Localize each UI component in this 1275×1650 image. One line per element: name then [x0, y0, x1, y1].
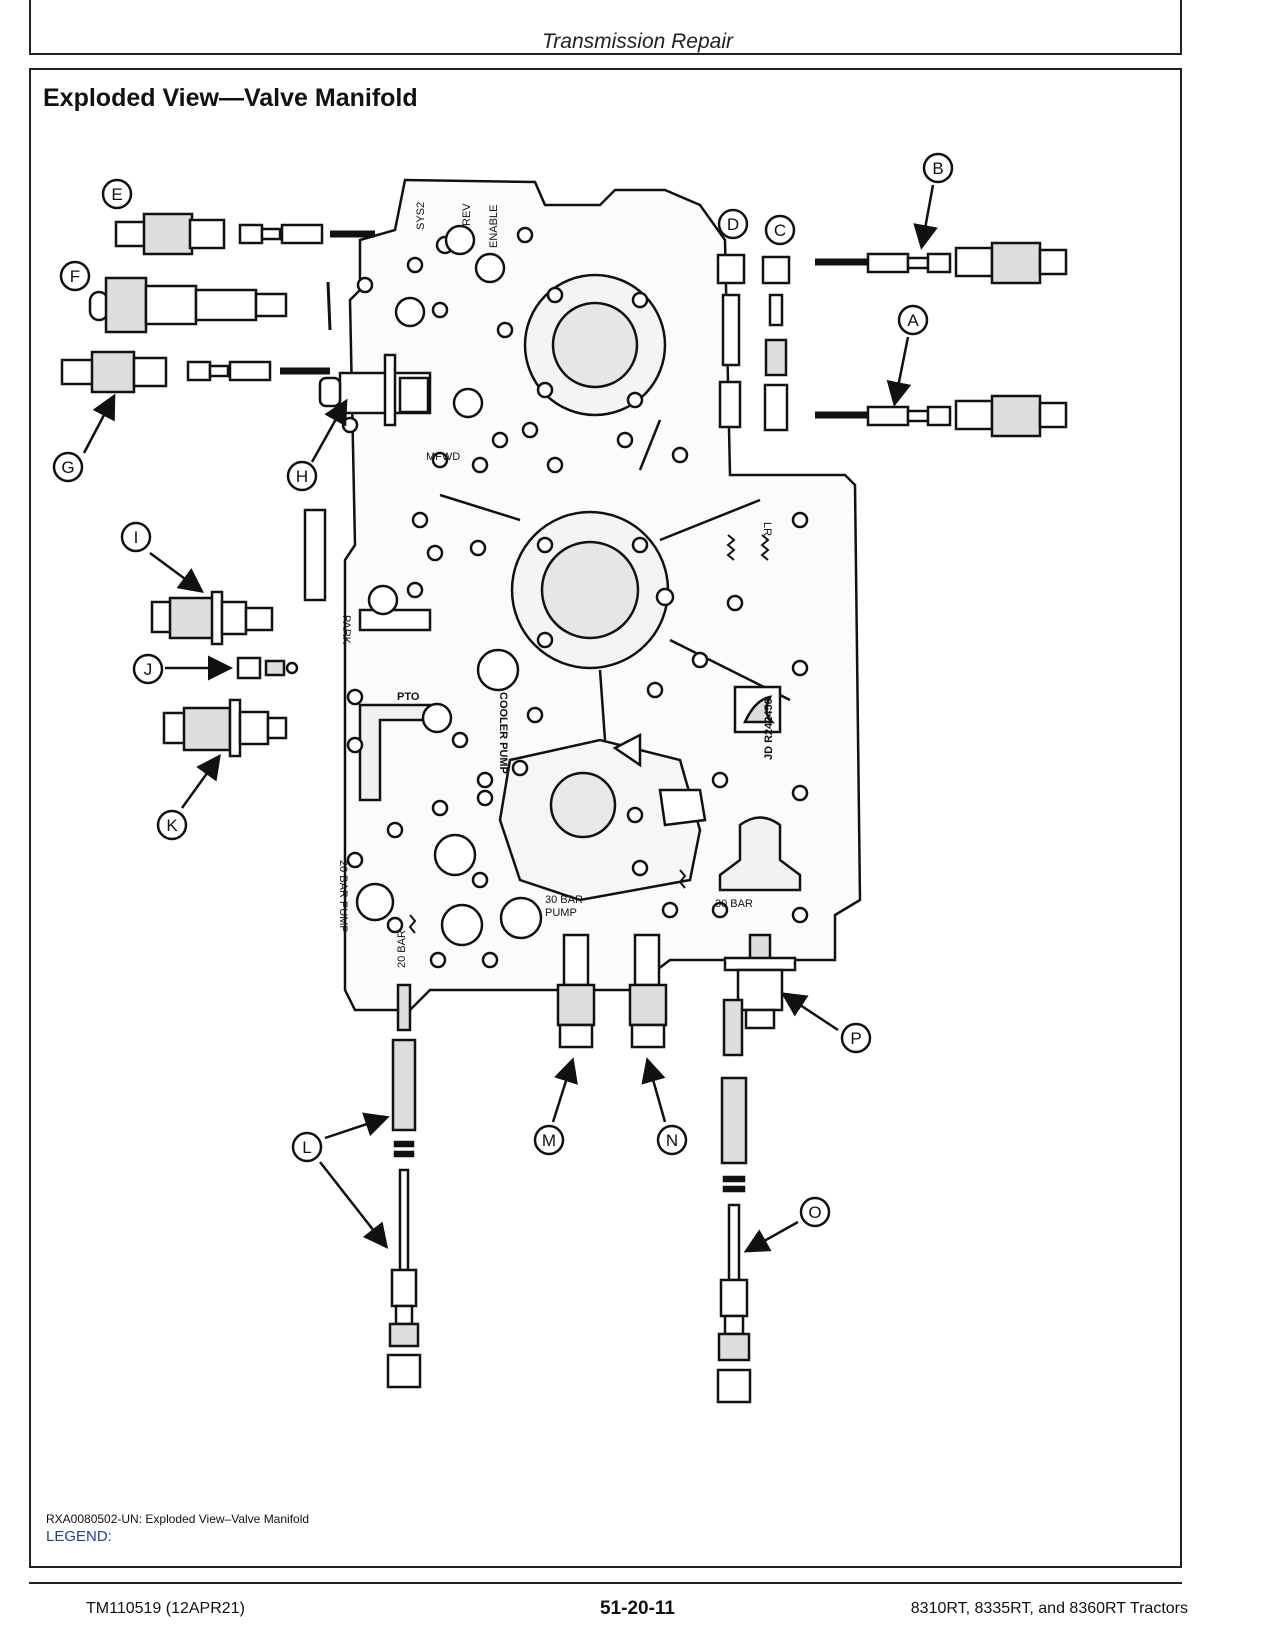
callout-A: A — [907, 311, 919, 330]
callout-circle-A — [897, 304, 929, 336]
callout-circle-O — [799, 1196, 831, 1228]
component-M — [556, 933, 596, 1049]
callout-G: G — [61, 458, 74, 477]
callout-circle-H — [286, 460, 318, 492]
label-cooler-pump: COOLER PUMP — [497, 692, 509, 774]
component-F — [88, 276, 332, 334]
label-30bar-pump-1: 30 BAR — [545, 894, 583, 906]
callout-circle-N — [656, 1124, 688, 1156]
content-frame — [29, 68, 1182, 1568]
label-lr: LR — [761, 522, 773, 536]
component-P — [723, 933, 797, 1030]
component-D — [716, 253, 746, 429]
label-20bar: 20 BAR — [396, 930, 408, 968]
page-header-title: Transmission Repair — [542, 30, 733, 53]
legend-label: LEGEND: — [46, 1528, 112, 1545]
callout-circle-E — [101, 178, 133, 210]
component-A — [815, 394, 1068, 438]
callout-circle-P — [840, 1022, 872, 1054]
header-box — [29, 0, 1182, 55]
callout-circle-B — [922, 152, 954, 184]
callout-circle-I — [120, 521, 152, 553]
component-C — [761, 255, 791, 432]
component-B — [815, 241, 1068, 285]
label-20bar-pump: 20 BAR PUMP — [337, 860, 349, 933]
label-park: PARK — [340, 615, 352, 645]
callout-B: B — [932, 159, 943, 178]
label-sys2: SYS2 — [415, 202, 427, 230]
component-G — [60, 350, 330, 394]
label-enable: ENABLE — [488, 205, 500, 248]
callout-circle-M — [533, 1124, 565, 1156]
callout-D: D — [727, 215, 739, 234]
callout-circle-J — [132, 653, 164, 685]
callout-L: L — [302, 1138, 311, 1157]
footer-rule — [29, 1582, 1182, 1584]
component-N — [628, 933, 668, 1049]
section-title: Exploded View—Valve Manifold — [43, 84, 418, 112]
label-rev: REV — [461, 203, 473, 226]
callout-circle-D — [717, 208, 749, 240]
callout-O: O — [808, 1203, 821, 1222]
callout-circle-L — [291, 1131, 323, 1163]
callout-circle-F — [59, 260, 91, 292]
callout-F: F — [70, 267, 80, 286]
component-K — [162, 698, 288, 758]
callout-K: K — [166, 816, 178, 835]
callout-H: H — [296, 467, 308, 486]
footer-doc-id: TM110519 (12APR21) — [86, 1600, 245, 1617]
callout-circle-G — [52, 451, 84, 483]
component-L — [386, 983, 422, 1389]
component-J — [236, 656, 299, 680]
lower-boss — [549, 771, 617, 839]
callout-circle-K — [156, 809, 188, 841]
label-mfwd: MFWD — [426, 451, 460, 463]
callout-M: M — [542, 1131, 556, 1150]
callout-C: C — [774, 221, 786, 240]
label-part-number: JD R242450 — [763, 698, 775, 760]
callout-I: I — [134, 528, 139, 547]
footer-page-number: 51-20-11 — [599, 1598, 675, 1619]
callout-circle-C — [764, 214, 796, 246]
callout-N: N — [666, 1131, 678, 1150]
label-30bar-pump-2: PUMP — [545, 907, 577, 919]
component-E — [114, 212, 375, 256]
callout-J: J — [144, 660, 153, 679]
figure-caption: RXA0080502-UN: Exploded View–Valve Manif… — [46, 1512, 310, 1526]
callout-P: P — [850, 1029, 861, 1048]
label-30bar: 30 BAR — [715, 898, 753, 910]
component-O — [716, 998, 752, 1404]
component-I — [150, 590, 274, 646]
footer-models: 8310RT, 8335RT, and 8360RT Tractors — [910, 1600, 1188, 1617]
callout-E: E — [111, 185, 122, 204]
label-pto: PTO — [397, 691, 420, 703]
